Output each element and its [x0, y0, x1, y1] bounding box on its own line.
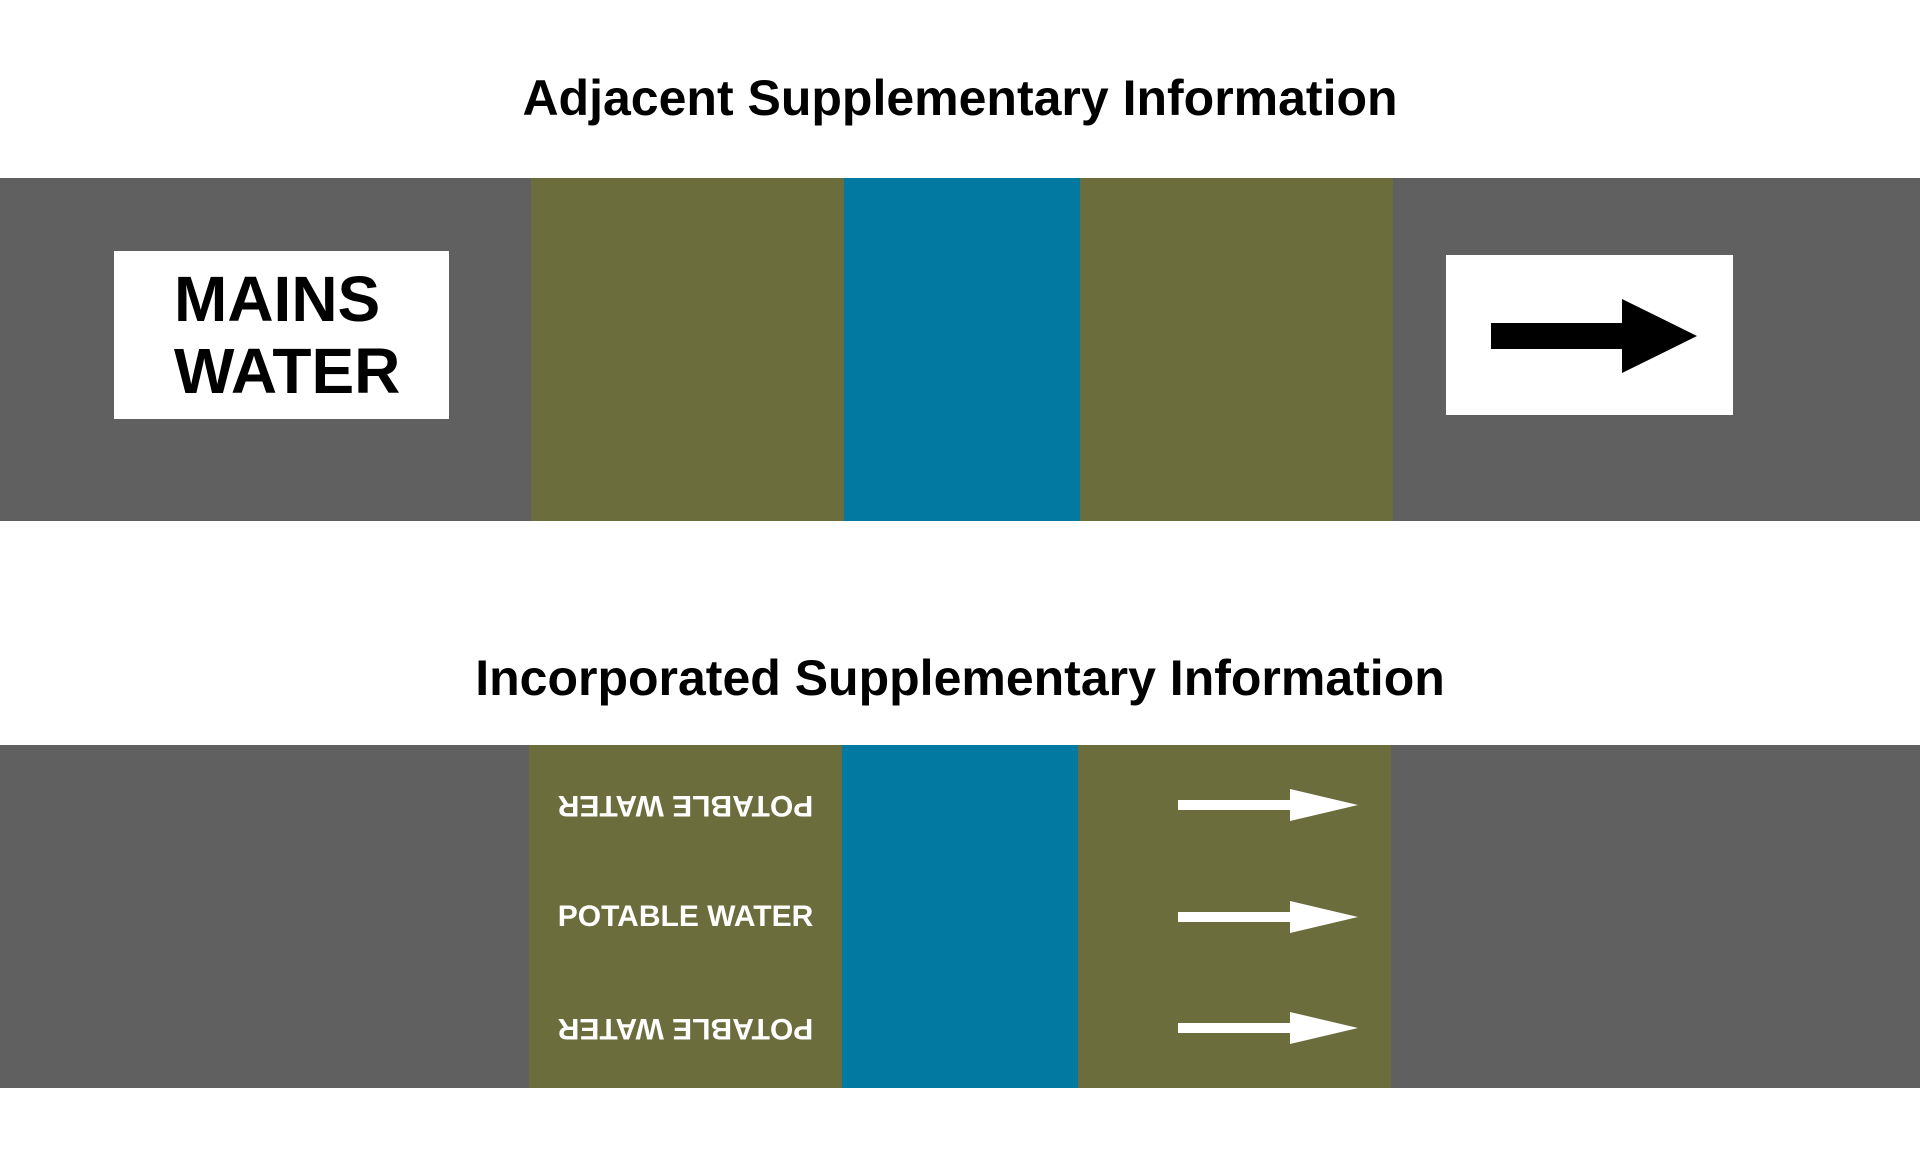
flow-direction-label	[1446, 255, 1733, 415]
mains-water-label: MAINS WATER	[114, 251, 449, 419]
incorporated-title: Incorporated Supplementary Information	[475, 650, 1445, 706]
arrow-right-icon	[1178, 1012, 1358, 1044]
legend-text-inverted-bottom: POTABLE WATER	[557, 1012, 814, 1045]
basic-band-left	[531, 178, 844, 521]
pipe-adjacent: MAINS WATER	[0, 178, 1920, 521]
flow-arrow-top	[1178, 787, 1358, 823]
arrow-right-icon	[1491, 299, 1697, 373]
safety-band	[844, 178, 1080, 521]
legend-text: POTABLE WATER	[557, 900, 814, 933]
mains-label-line-1: MAINS	[174, 263, 381, 335]
flow-arrow-middle	[1178, 899, 1358, 935]
basic-band-right	[1080, 178, 1393, 521]
legend-text-inverted-top: POTABLE WATER	[557, 789, 814, 822]
arrow-right-icon	[1178, 789, 1358, 821]
flow-arrow-bottom	[1178, 1010, 1358, 1046]
mains-label-line-2: WATER	[174, 335, 401, 407]
arrow-right-icon	[1178, 901, 1358, 933]
basic-band-right	[1078, 745, 1391, 1088]
safety-band	[842, 745, 1078, 1088]
basic-band-left: POTABLE WATER POTABLE WATER POTABLE WATE…	[529, 745, 842, 1088]
adjacent-title: Adjacent Supplementary Information	[522, 70, 1398, 126]
pipe-incorporated: POTABLE WATER POTABLE WATER POTABLE WATE…	[0, 745, 1920, 1088]
